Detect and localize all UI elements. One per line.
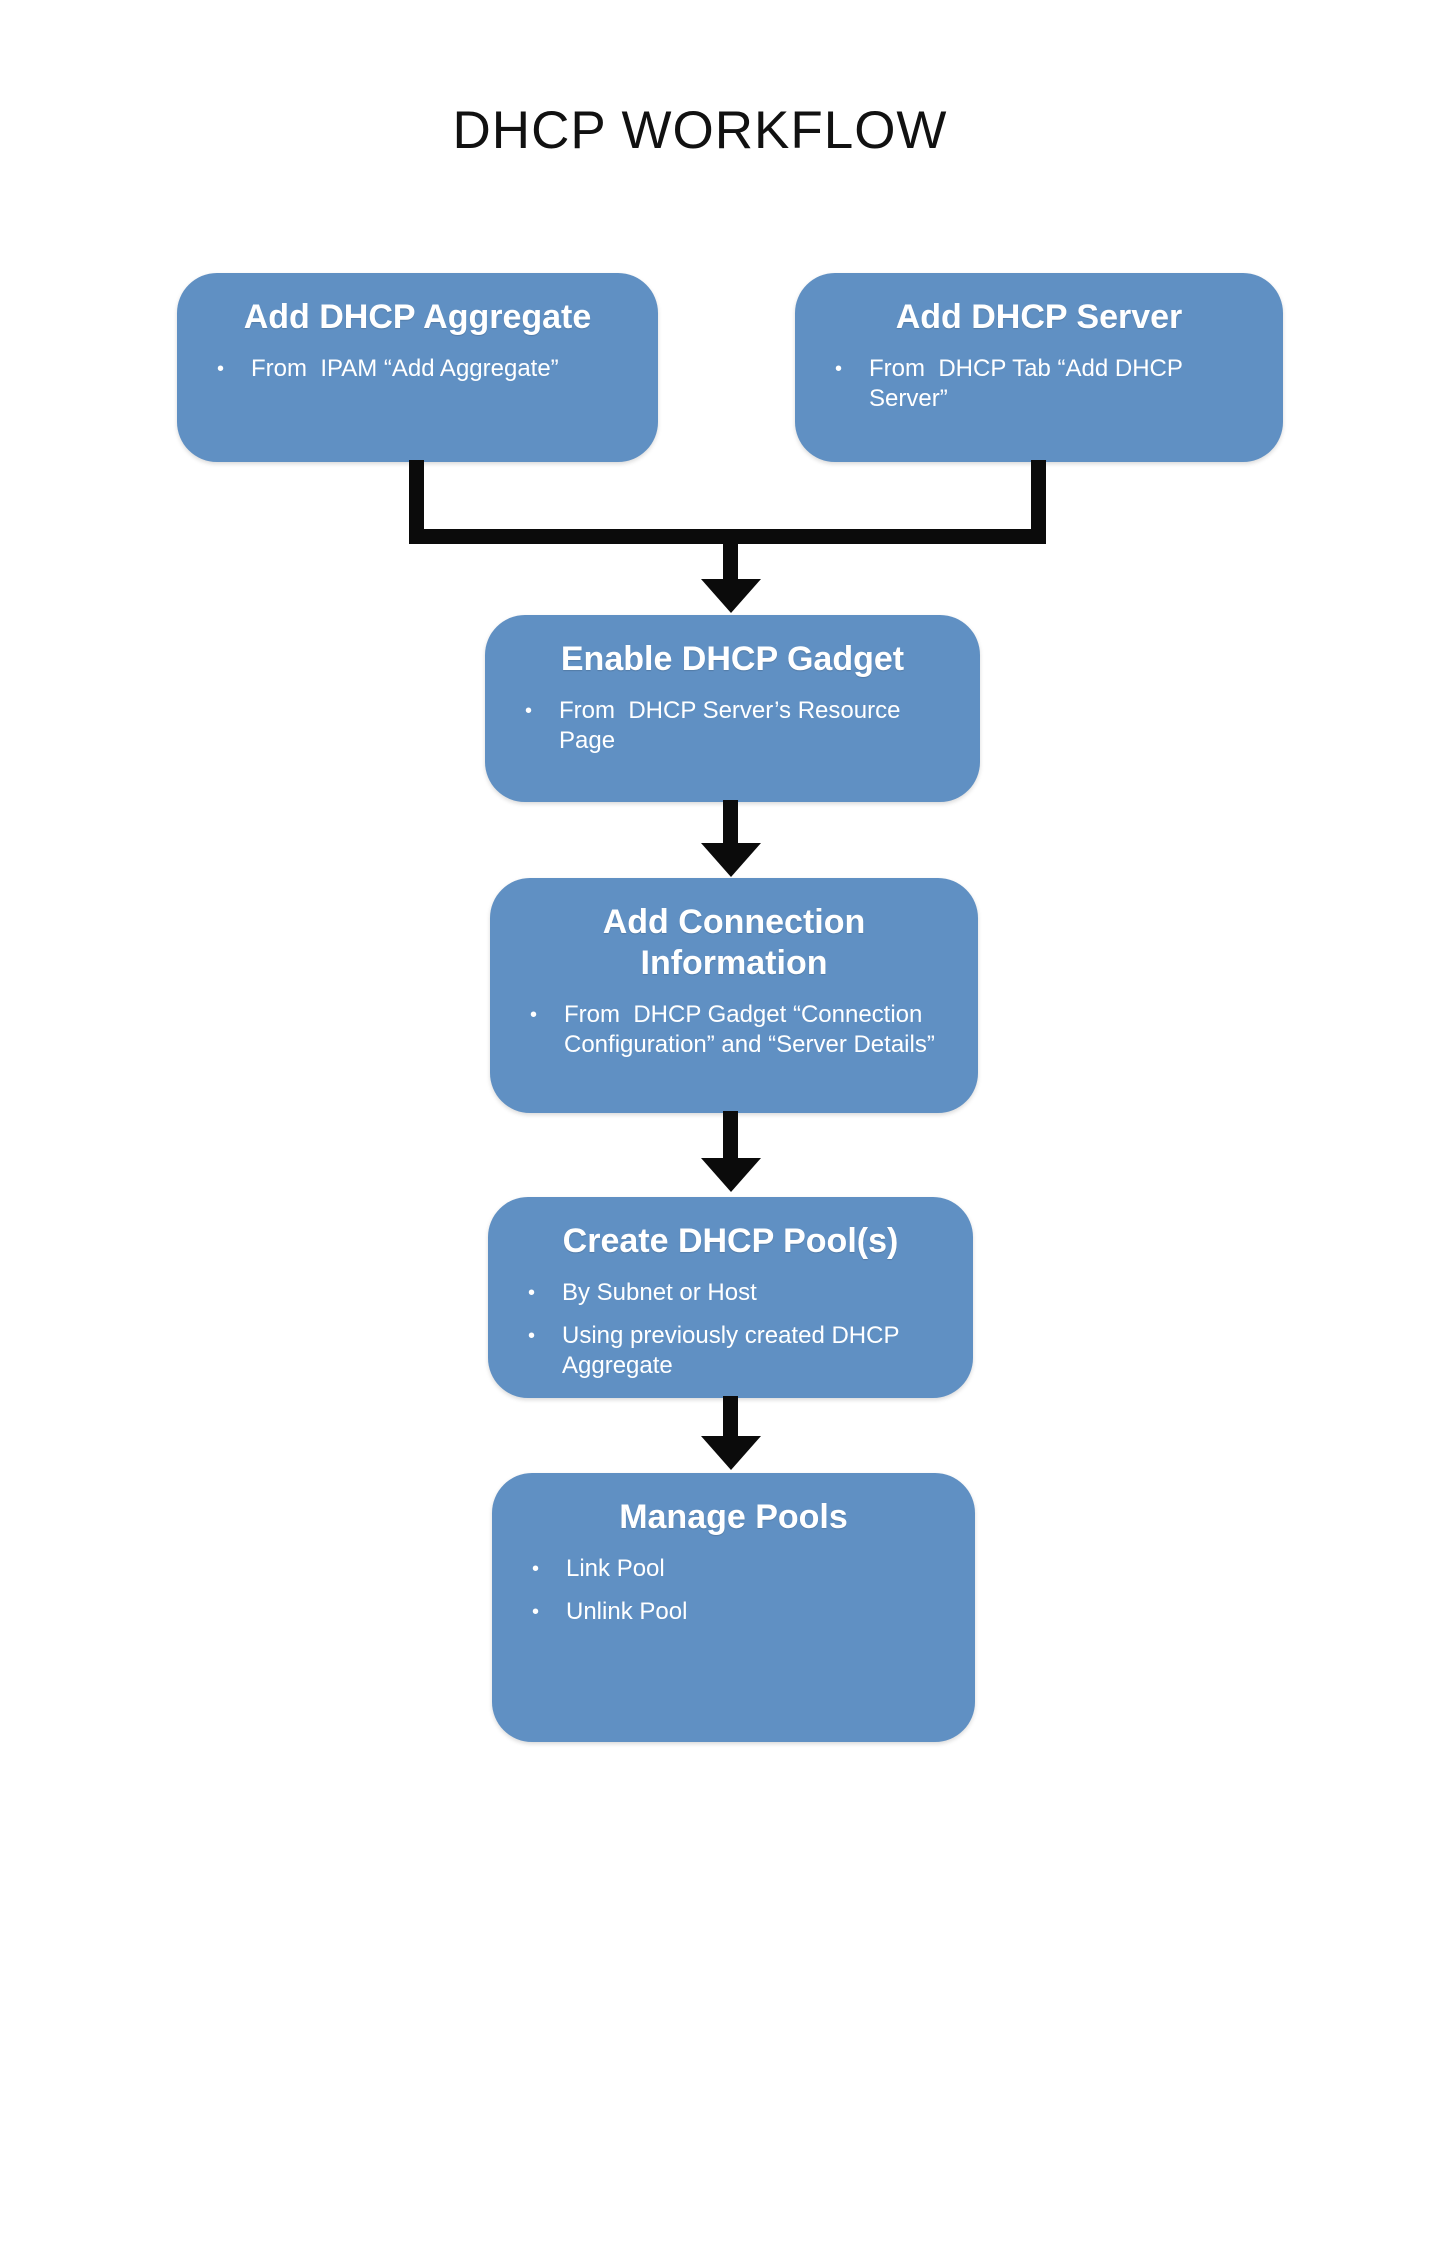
list-item: • By Subnet or Host (518, 1278, 943, 1308)
node-heading: Add Connection Information (602, 903, 866, 982)
node-add-dhcp-aggregate: Add DHCP Aggregate • From IPAM “Add Aggr… (177, 273, 658, 462)
list-item: • From DHCP Tab “Add DHCP Server” (825, 354, 1253, 414)
bullet-label: From DHCP Server’s Resource Page (559, 696, 908, 754)
page-title: DHCP WORKFLOW (452, 101, 948, 160)
node-add-dhcp-server: Add DHCP Server • From DHCP Tab “Add DHC… (795, 273, 1283, 462)
bullet-icon: • (532, 1600, 540, 1623)
bullet-list: • From DHCP Server’s Resource Page (515, 696, 950, 756)
bullet-label: From DHCP Tab “Add DHCP Server” (869, 354, 1190, 412)
bullet-label: From DHCP Gadget “Connection Configurati… (564, 1000, 935, 1058)
arrow-down-icon (701, 1158, 761, 1192)
bullet-icon: • (525, 699, 533, 722)
bullet-icon: • (532, 1557, 540, 1580)
node-heading: Add DHCP Server (895, 298, 1183, 336)
connector-shaft-to-connection-info (723, 800, 738, 844)
arrow-down-icon (701, 843, 761, 877)
bullet-label: From IPAM “Add Aggregate” (251, 354, 559, 382)
list-item: • From DHCP Gadget “Connection Configura… (520, 1000, 948, 1060)
list-item: • Using previously created DHCP Aggregat… (518, 1321, 943, 1381)
bullet-icon: • (528, 1281, 536, 1304)
connector-line-from-server (1031, 460, 1046, 544)
bullet-list: • By Subnet or Host • Using previously c… (518, 1278, 943, 1381)
arrow-down-icon (701, 1436, 761, 1470)
node-add-connection-information: Add Connection Information • From DHCP G… (490, 878, 978, 1113)
list-item: • Link Pool (522, 1554, 945, 1584)
list-item: • From DHCP Server’s Resource Page (515, 696, 950, 756)
bullet-list: • From DHCP Gadget “Connection Configura… (520, 1000, 948, 1060)
bullet-icon: • (528, 1324, 536, 1347)
node-enable-dhcp-gadget: Enable DHCP Gadget • From DHCP Server’s … (485, 615, 980, 802)
bullet-label: Link Pool (566, 1554, 665, 1582)
bullet-label: By Subnet or Host (562, 1278, 757, 1306)
node-manage-pools: Manage Pools • Link Pool • Unlink Pool (492, 1473, 975, 1742)
connector-merge-bar (409, 529, 1046, 544)
connector-shaft-to-create-pools (723, 1111, 738, 1159)
list-item: • From IPAM “Add Aggregate” (207, 354, 628, 384)
bullet-icon: • (530, 1003, 538, 1026)
connector-line-from-aggregate (409, 460, 424, 544)
bullet-icon: • (835, 357, 843, 380)
bullet-icon: • (217, 357, 225, 380)
node-heading: Add DHCP Aggregate (243, 298, 592, 336)
list-item: • Unlink Pool (522, 1597, 945, 1627)
arrow-down-icon (701, 579, 761, 613)
bullet-list: • Link Pool • Unlink Pool (522, 1554, 945, 1627)
node-create-dhcp-pools: Create DHCP Pool(s) • By Subnet or Host … (488, 1197, 973, 1398)
connector-shaft-to-manage-pools (723, 1396, 738, 1437)
node-heading: Create DHCP Pool(s) (562, 1222, 899, 1260)
bullet-list: • From IPAM “Add Aggregate” (207, 354, 628, 384)
bullet-label: Using previously created DHCP Aggregate (562, 1321, 905, 1379)
connector-shaft-to-enable-gadget (723, 544, 738, 580)
node-heading: Manage Pools (619, 1498, 848, 1536)
bullet-label: Unlink Pool (566, 1597, 688, 1625)
bullet-list: • From DHCP Tab “Add DHCP Server” (825, 354, 1253, 414)
node-heading: Enable DHCP Gadget (560, 640, 905, 678)
